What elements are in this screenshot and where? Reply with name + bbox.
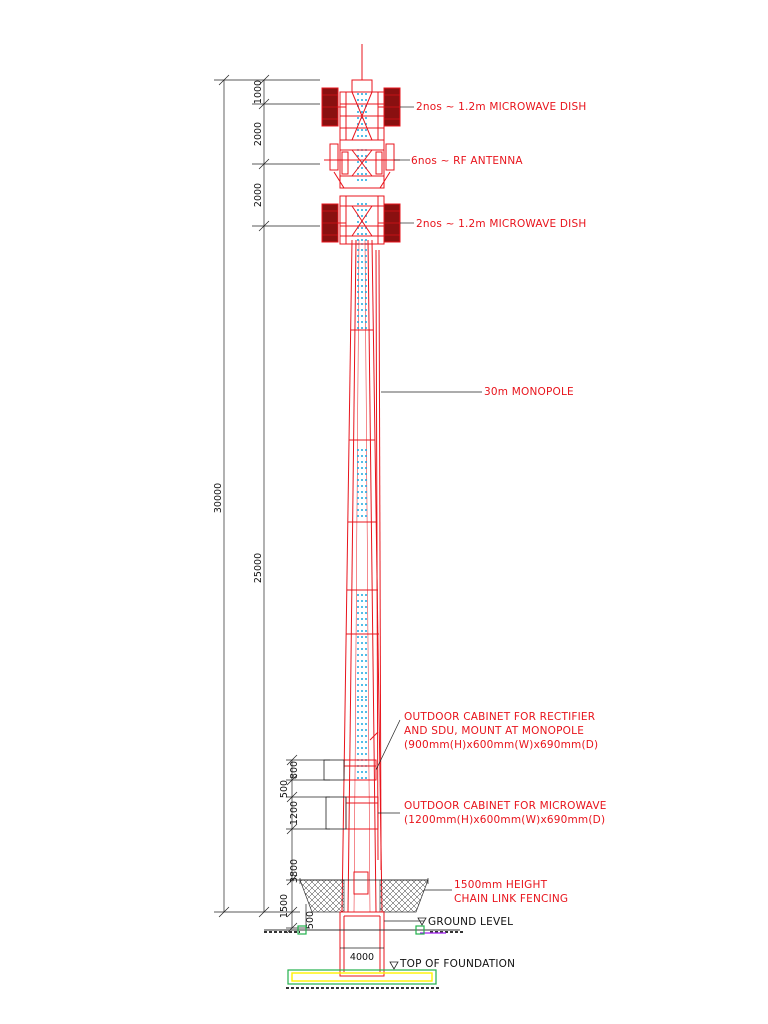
label-cabinet-rectifier-3: (900mm(H)x600mm(W)x690mm(D)	[404, 739, 598, 751]
lower-dish-platform	[339, 195, 385, 245]
upper-dish-platform	[339, 91, 385, 141]
ladder	[357, 93, 367, 779]
label-monopole: 30m MONOPOLE	[484, 386, 574, 398]
dim-4000: 4000	[350, 952, 374, 963]
label-rf-antenna: 6nos ~ RF ANTENNA	[411, 155, 523, 167]
dim-25000: 25000	[253, 553, 264, 583]
leader-lines	[375, 106, 482, 970]
rectifier-cabinet	[323, 731, 379, 781]
label-cabinet-microwave-2: (1200mm(H)x600mm(W)x690mm(D)	[404, 814, 605, 826]
monopole-shaft	[341, 239, 383, 913]
dim-500: 500	[279, 780, 290, 798]
label-fencing-2: CHAIN LINK FENCING	[454, 893, 568, 905]
dim-2000-upper: 2000	[253, 122, 264, 146]
label-cabinet-microwave-1: OUTDOOR CABINET FOR MICROWAVE	[404, 800, 607, 812]
microwave-dish-left-top	[321, 87, 346, 127]
microwave-dish-right-top	[378, 87, 401, 127]
label-cabinet-rectifier-1: OUTDOOR CABINET FOR RECTIFIER	[404, 711, 595, 723]
dim-30000: 30000	[213, 483, 224, 513]
dim-3800: 3800	[289, 859, 300, 883]
dim-500-base: 500	[305, 911, 316, 929]
label-microwave-dish-top: 2nos ~ 1.2m MICROWAVE DISH	[416, 101, 586, 113]
label-microwave-dish-bottom: 2nos ~ 1.2m MICROWAVE DISH	[416, 218, 586, 230]
microwave-cabinet	[325, 796, 379, 830]
chain-link-fence	[299, 878, 429, 913]
label-cabinet-rectifier-2: AND SDU, MOUNT AT MONOPOLE	[404, 725, 584, 737]
dim-1500: 1500	[279, 894, 290, 918]
label-top-of-foundation: TOP OF FOUNDATION	[399, 958, 515, 970]
rf-antenna-platform	[324, 139, 400, 189]
microwave-dish-left-bottom	[321, 203, 346, 243]
dim-2000-lower: 2000	[253, 183, 264, 207]
dim-800: 800	[289, 761, 300, 779]
base-plinth: 4000	[264, 871, 464, 989]
dim-1000: 1000	[253, 80, 264, 104]
label-fencing-1: 1500mm HEIGHT	[454, 879, 548, 891]
dimension-chain: 1000 2000 2000 25000 30000 800 500 1200 …	[213, 74, 330, 934]
label-ground-level: GROUND LEVEL	[428, 916, 513, 928]
lightning-rod	[348, 44, 376, 93]
dim-1200: 1200	[289, 801, 300, 825]
